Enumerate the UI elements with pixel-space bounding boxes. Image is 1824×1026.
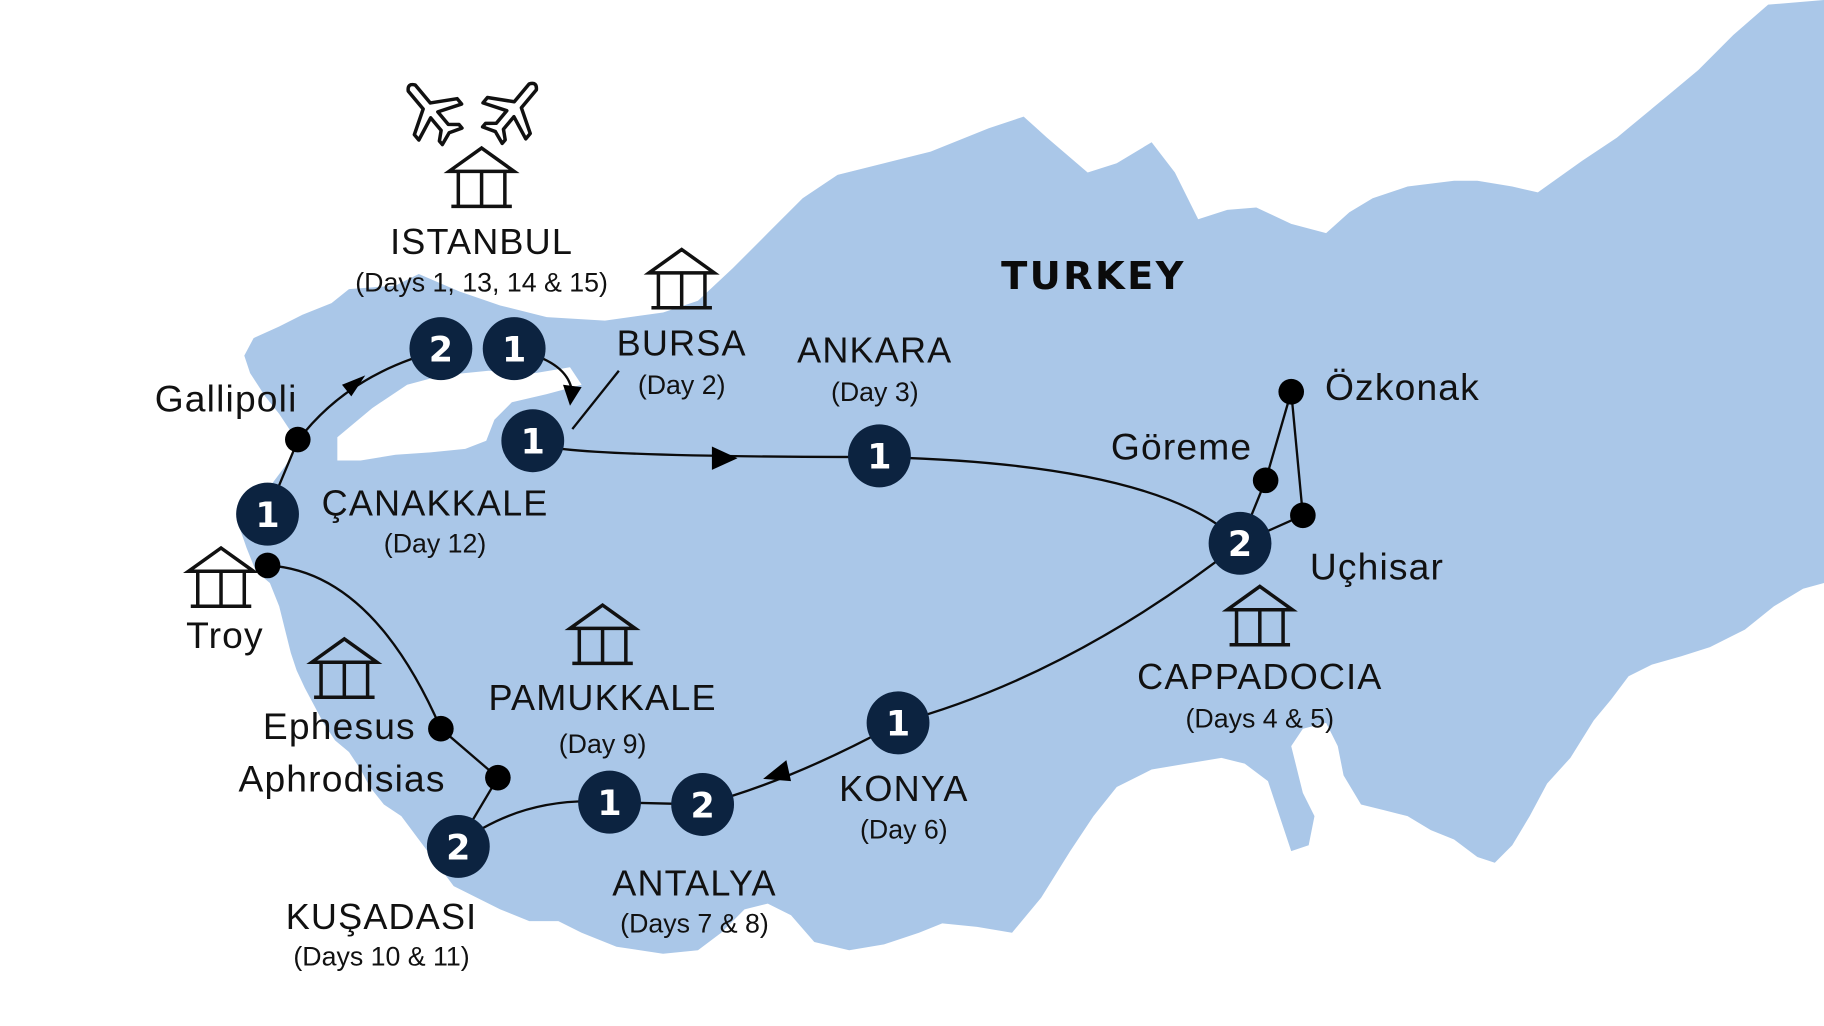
city-bursa[interactable]: BURSA	[617, 323, 747, 364]
svg-text:1: 1	[502, 330, 526, 370]
ozkonak-dot[interactable]	[1278, 378, 1305, 405]
svg-text:1: 1	[886, 705, 910, 745]
days-kusadasi: (Days 10 & 11)	[293, 941, 469, 971]
direction-arrow	[711, 446, 738, 470]
marker-istanbul-2[interactable]: 2	[409, 317, 473, 381]
aphrodisias-dot[interactable]	[485, 764, 511, 791]
marker-cappadocia[interactable]: 2	[1208, 511, 1272, 575]
temple-icon-istanbul	[443, 145, 520, 209]
troy-dot[interactable]	[254, 552, 281, 579]
marker-istanbul-1[interactable]: 1	[482, 317, 546, 381]
plane-icon	[480, 81, 539, 146]
city-konya[interactable]: KONYA	[839, 768, 968, 809]
marker-kusadasi[interactable]: 2	[426, 814, 490, 878]
country-label: TURKEY	[1001, 254, 1186, 299]
days-antalya: (Days 7 & 8)	[620, 909, 769, 939]
svg-text:1: 1	[597, 784, 621, 824]
days-ankara: (Day 3)	[831, 377, 919, 407]
gallipoli-dot[interactable]	[285, 426, 311, 453]
marker-canakkale[interactable]: 1	[236, 482, 299, 546]
marker-bursa[interactable]: 1	[501, 409, 565, 473]
svg-text:2: 2	[429, 330, 453, 370]
direction-arrow	[342, 375, 366, 397]
days-istanbul: (Days 1, 13, 14 & 15)	[355, 267, 608, 297]
uchisar-dot[interactable]	[1290, 502, 1316, 529]
direction-arrow	[763, 760, 792, 782]
temple-icon-bursa	[643, 247, 720, 310]
svg-text:1: 1	[521, 423, 545, 463]
temple-icon-pamukkale	[564, 602, 641, 666]
ephesus-dot[interactable]	[428, 715, 454, 742]
temple-icon-ephesus	[306, 636, 383, 699]
city-istanbul[interactable]: ISTANBUL	[390, 221, 573, 262]
marker-ankara[interactable]: 1	[848, 424, 911, 488]
site-ephesus[interactable]: Ephesus	[263, 705, 416, 747]
marker-pamukkale[interactable]: 1	[578, 770, 641, 834]
city-pamukkale[interactable]: PAMUKKALE	[488, 677, 716, 718]
site-gallipoli[interactable]: Gallipoli	[155, 378, 298, 420]
svg-text:1: 1	[867, 438, 891, 478]
days-pamukkale: (Day 9)	[559, 729, 647, 759]
days-canakkale: (Day 12)	[384, 529, 487, 559]
plane-icon	[406, 82, 464, 147]
city-ankara[interactable]: ANKARA	[797, 330, 952, 371]
temple-icon-troy	[183, 545, 260, 609]
days-konya: (Day 6)	[860, 814, 948, 844]
city-canakkale[interactable]: ÇANAKKALE	[322, 482, 549, 523]
direction-arrow	[563, 384, 582, 406]
days-cappadocia: (Days 4 & 5)	[1186, 704, 1335, 734]
site-ozkonak[interactable]: Özkonak	[1325, 366, 1480, 408]
svg-text:2: 2	[690, 786, 714, 826]
marker-konya[interactable]: 1	[866, 691, 930, 755]
site-troy[interactable]: Troy	[186, 614, 264, 656]
city-kusadasi[interactable]: KUŞADASI	[286, 896, 478, 937]
city-cappadocia[interactable]: CAPPADOCIA	[1137, 656, 1382, 697]
marker-antalya[interactable]: 2	[671, 772, 735, 836]
site-goreme[interactable]: Göreme	[1111, 425, 1252, 467]
turkey-landmass	[238, 0, 1824, 954]
site-aphrodisias[interactable]: Aphrodisias	[238, 758, 445, 800]
svg-text:1: 1	[255, 496, 279, 536]
svg-text:2: 2	[446, 828, 470, 868]
temple-icon-cappadocia	[1221, 584, 1298, 647]
city-antalya[interactable]: ANTALYA	[612, 862, 776, 903]
site-uchisar[interactable]: Uçhisar	[1310, 545, 1444, 587]
days-bursa: (Day 2)	[638, 370, 726, 400]
goreme-dot[interactable]	[1252, 467, 1279, 494]
svg-text:2: 2	[1228, 525, 1252, 565]
